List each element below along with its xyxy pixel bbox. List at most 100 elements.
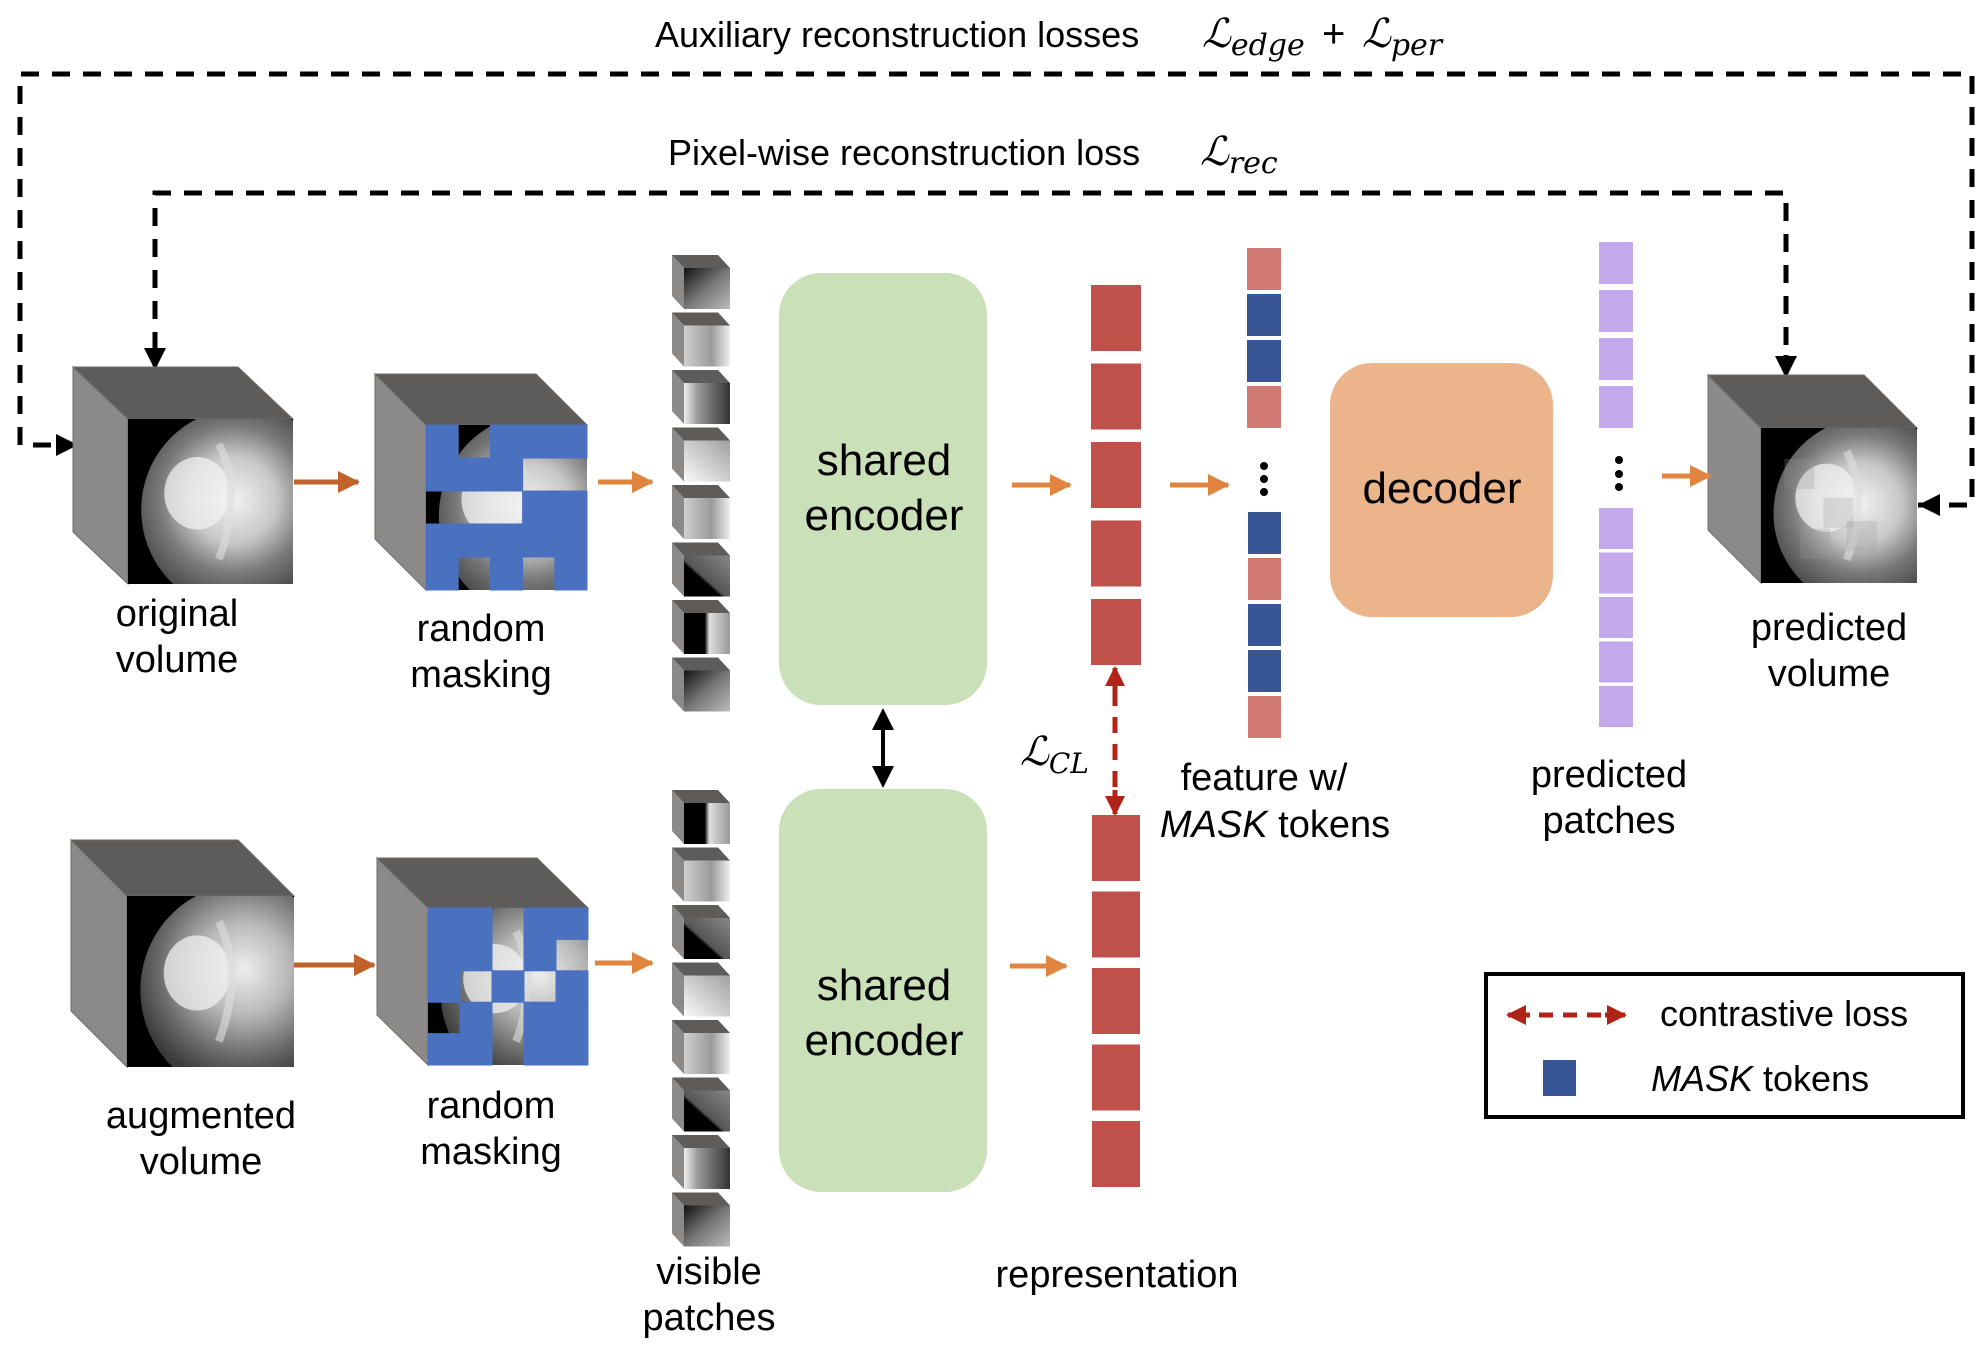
encoder-top-label-1: shared [817,436,952,485]
mask-token [1248,604,1281,646]
masked-patch [489,457,524,492]
patch-image [684,1090,730,1132]
visible-patch-cube [672,905,730,959]
visible-patch-cube [672,485,730,539]
l-cl-symbol: ℒCL [1020,729,1089,780]
original-volume-label-1: original [116,593,239,635]
mask-token [1248,512,1281,554]
patch-image [684,613,730,654]
legend-mask-swatch [1543,1060,1576,1096]
predicted-patches-label-1: predicted [1531,754,1687,796]
masking-top-label-1: random [417,608,546,650]
reconstructed-patch [1784,459,1815,489]
predicted-patch-token [1599,386,1633,428]
visible-patches-top [672,255,730,712]
legend-mask-label: MASK tokens [1651,1058,1869,1099]
masked-patch [489,523,524,558]
visible-patch-cube [672,370,730,424]
representation-token [1091,285,1141,351]
masked-patch [491,970,525,1003]
predicted-patch-token [1599,686,1633,727]
patch-image [684,1033,730,1074]
feature-token-column [1247,248,1281,738]
masking-top-label-2: masking [410,654,552,696]
encoder-bottom-label-1: shared [817,961,952,1010]
visible-patch-cube [672,1020,730,1074]
masked-patch [489,424,524,459]
masked-volume-bottom-cube [375,856,590,1067]
predicted-dots [1615,456,1623,491]
encoder-top-box [779,273,987,705]
decoder-block: decoder [1330,363,1553,617]
predicted-patch-token [1599,290,1633,332]
masked-patch [522,523,556,558]
original-volume-cube [71,365,295,586]
pixel-loss-title: Pixel-wise reconstruction loss ℒrec [668,129,1278,181]
visible-patch-cube [672,847,730,902]
mask-token [1247,340,1281,382]
masked-patch [425,457,459,492]
visible-patch-cube [672,312,730,367]
masked-patch [523,1033,557,1066]
predicted-patch-token [1599,597,1633,638]
predicted-patch-token [1599,508,1633,549]
feature-label-2: MASK tokens [1160,804,1390,846]
patch-image [684,670,730,712]
patch-image [684,325,730,367]
patch-image [684,555,730,597]
mask-token [1247,294,1281,336]
reconstructed-patch [1800,528,1830,559]
patch-image [684,383,730,424]
predicted-volume-cube [1706,373,1919,585]
decoder-label: decoder [1362,464,1521,513]
representation-token [1091,363,1141,430]
visible-token [1247,386,1281,428]
masked-patch [457,523,491,558]
patch-image [684,268,730,309]
predicted-patch-token [1599,338,1633,380]
pixel-loss-text: Pixel-wise reconstruction loss [668,132,1140,173]
auxiliary-loss-text: Auxiliary reconstruction losses [655,14,1139,55]
masking-bottom-label-2: masking [420,1131,562,1173]
auxiliary-loss-title: Auxiliary reconstruction losses ℒedge + … [655,11,1444,63]
representation-label: representation [996,1254,1239,1296]
pixel-loss-connector [152,190,1789,355]
visible-patch-cube [672,790,730,844]
patch-image [684,1148,730,1189]
representation-bottom-column [1092,815,1140,1187]
masked-patch [459,1033,493,1066]
masked-patch [522,424,556,459]
masked-patch [459,1001,493,1035]
masked-patch [555,1033,589,1066]
predicted-patch-token [1599,242,1633,284]
masking-bottom-label-1: random [427,1085,556,1127]
legend-box [1484,972,1965,1119]
visible-patch-cube [672,1192,730,1247]
masked-patch [554,556,588,591]
masked-patch [459,938,493,972]
visible-token [1247,248,1281,290]
masked-patch [555,907,589,940]
encoder-top-label-2: encoder [804,491,963,540]
patch-image [684,918,730,959]
masked-volume-top-cube [373,372,589,592]
predicted-patch-token [1599,641,1633,683]
decoder-box [1330,363,1553,617]
masked-patch [523,907,557,940]
masked-patch [555,1001,589,1035]
l-per-symbol: ℒper [1362,11,1444,63]
shared-encoder-top: shared encoder [779,273,987,705]
visible-patch-cube [672,657,730,712]
visible-patch-cube [672,542,730,597]
masked-patch [457,457,491,492]
reconstructed-patch [1846,521,1877,551]
visible-patch-cube [672,1077,730,1132]
feature-label-1: feature w/ [1181,757,1348,799]
augmented-volume-cube [69,838,296,1069]
masked-patch [427,907,461,940]
patch-image [684,860,730,902]
representation-token [1092,1121,1140,1187]
augmented-volume-label-2: volume [140,1141,263,1183]
visible-patch-cube [672,600,730,654]
representation-token [1091,520,1141,587]
